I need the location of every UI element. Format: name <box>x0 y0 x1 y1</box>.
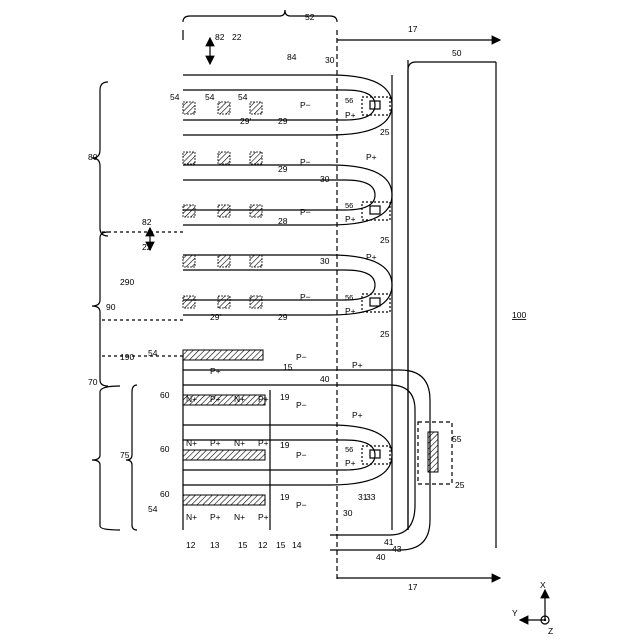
label-60-a: 60 <box>160 390 170 400</box>
doping-pplus-15: P+ <box>258 512 269 522</box>
label-29-a: 29 <box>278 116 288 126</box>
label-17-bottom: 17 <box>408 582 418 592</box>
doping-nplus-6: N+ <box>234 512 245 522</box>
doping-pminus-5: P− <box>296 352 307 362</box>
label-25-a: 25 <box>380 127 390 137</box>
doping-pplus-2: P+ <box>366 152 377 162</box>
buried-electrode-55 <box>428 432 438 472</box>
label-82-top: 82 <box>215 32 225 42</box>
label-90: 90 <box>106 302 116 312</box>
label-29-b: 29 <box>278 164 288 174</box>
label-15-b: 15 <box>276 540 286 550</box>
gate-electrode-190 <box>183 350 263 360</box>
label-29p-a: 29' <box>240 116 251 126</box>
label-60-c: 60 <box>160 489 170 499</box>
doping-pplus-3: P+ <box>345 214 356 224</box>
dashed-box-25 <box>362 97 390 115</box>
label-84: 84 <box>287 52 297 62</box>
label-25-b: 25 <box>380 235 390 245</box>
axis-label-z: Z <box>548 626 553 636</box>
doping-nplus-2: N+ <box>234 394 245 404</box>
doping-pminus-8: P− <box>296 500 307 510</box>
label-30-d: 30 <box>343 508 353 518</box>
label-82-mid: 82 <box>142 217 152 227</box>
label-54-a: 54 <box>148 504 158 514</box>
label-50: 50 <box>452 48 462 58</box>
label-29-c: 29 <box>278 312 288 322</box>
label-30-a: 30 <box>325 55 335 65</box>
doping-pplus-7: P+ <box>352 410 363 420</box>
doping-pplus-11: P+ <box>258 394 269 404</box>
label-17-top: 17 <box>408 24 418 34</box>
doping-pplus-5: P+ <box>345 306 356 316</box>
label-22-top: 22 <box>232 32 242 42</box>
label-55: 55 <box>452 434 462 444</box>
doping-pplus-9: P+ <box>210 366 221 376</box>
doping-pminus-6: P− <box>296 400 307 410</box>
label-60-b: 60 <box>160 444 170 454</box>
trench-2 <box>183 165 392 225</box>
label-29p-b: 29' <box>210 312 221 322</box>
label-56-a: 56 <box>345 96 353 105</box>
label-25-d: 25 <box>455 480 465 490</box>
label-30-b: 30 <box>320 174 330 184</box>
label-190: 190 <box>120 352 134 362</box>
label-56-b: 56 <box>345 201 353 210</box>
doping-pplus-12: P+ <box>210 438 221 448</box>
axis-label-x: X <box>540 580 546 590</box>
label-54-b: 54 <box>148 348 158 358</box>
label-12-b: 12 <box>258 540 268 550</box>
doping-pminus-2: P− <box>300 157 311 167</box>
doping-nplus-5: N+ <box>186 512 197 522</box>
doping-pminus-3: P− <box>300 207 311 217</box>
doping-pplus-8: P+ <box>345 458 356 468</box>
label-22-mid: 22 <box>142 242 152 252</box>
label-15-c: 15 <box>283 362 293 372</box>
label-100: 100 <box>512 310 526 320</box>
axis-label-y: Y <box>512 608 518 618</box>
label-14: 14 <box>292 540 302 550</box>
label-19-c: 19 <box>280 492 290 502</box>
label-75: 75 <box>120 450 130 460</box>
doping-pminus-1: P− <box>300 100 311 110</box>
doping-pplus-10: P+ <box>210 394 221 404</box>
label-13: 13 <box>210 540 220 550</box>
label-54-c: 54 <box>170 92 180 102</box>
label-12-a: 12 <box>186 540 196 550</box>
label-70: 70 <box>88 377 98 387</box>
label-54-e: 54 <box>238 92 248 102</box>
label-56-c: 56 <box>345 293 353 302</box>
label-15-a: 15 <box>238 540 248 550</box>
label-30-c: 30 <box>320 256 330 266</box>
doping-nplus-4: N+ <box>234 438 245 448</box>
trench-3 <box>183 255 392 315</box>
trench-1 <box>183 75 392 135</box>
doping-pplus-13: P+ <box>258 438 269 448</box>
doping-pplus-14: P+ <box>210 512 221 522</box>
label-56-d: 56 <box>345 445 353 454</box>
label-40: 40 <box>320 374 330 384</box>
doping-pminus-7: P− <box>296 450 307 460</box>
doping-pplus-1: P+ <box>345 110 356 120</box>
doping-nplus-3: N+ <box>186 438 197 448</box>
label-290: 290 <box>120 277 134 287</box>
label-33: 33 <box>366 492 376 502</box>
brace-70 <box>92 386 120 530</box>
label-40-b: 40 <box>376 552 386 562</box>
label-54-d: 54 <box>205 92 215 102</box>
label-19-a: 19 <box>280 392 290 402</box>
doping-nplus-1: N+ <box>186 394 197 404</box>
label-19-b: 19 <box>280 440 290 450</box>
doping-pminus-4: P− <box>300 292 311 302</box>
label-43: 43 <box>392 544 402 554</box>
label-25-c: 25 <box>380 329 390 339</box>
doping-pplus-6: P+ <box>352 360 363 370</box>
label-80: 80 <box>88 152 98 162</box>
label-28: 28 <box>278 216 288 226</box>
doping-pplus-4: P+ <box>366 252 377 262</box>
label-52: 52 <box>305 12 315 22</box>
